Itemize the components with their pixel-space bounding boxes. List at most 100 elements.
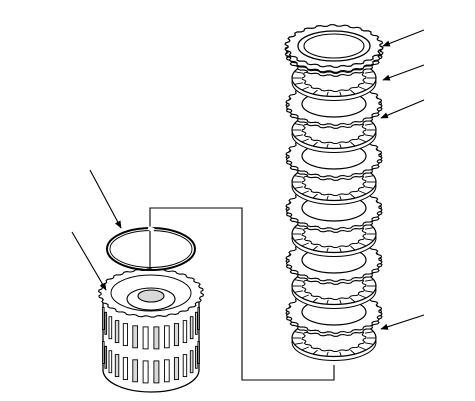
- facing-groove: [350, 89, 356, 95]
- snap-ring-inner: [109, 230, 193, 268]
- facing-groove: [294, 290, 304, 293]
- callout-friction-plate: [382, 64, 425, 81]
- facing-groove: [301, 190, 309, 195]
- facing-groove: [350, 141, 356, 147]
- facing-groove: [326, 247, 329, 253]
- drum-slot: [197, 307, 200, 330]
- facing-groove: [294, 71, 304, 74]
- facing-groove: [339, 195, 342, 201]
- facing-groove: [364, 342, 374, 345]
- assembly-bracket-line: [149, 207, 335, 381]
- facing-groove: [364, 227, 374, 230]
- drum-slot: [182, 320, 188, 344]
- drum-slot: [153, 360, 160, 384]
- drum-slot: [189, 350, 194, 374]
- facing-groove: [326, 351, 329, 357]
- facing-groove: [301, 346, 309, 351]
- facing-groove: [350, 245, 356, 251]
- facing-groove: [312, 245, 318, 251]
- facing-groove: [359, 242, 367, 247]
- facing-groove: [294, 342, 304, 345]
- facing-groove: [294, 279, 304, 282]
- facing-groove: [326, 299, 329, 305]
- facing-groove: [301, 86, 309, 91]
- facing-groove: [312, 297, 318, 303]
- pressure-plate: [284, 24, 384, 73]
- drum-slot: [104, 345, 108, 369]
- facing-groove: [339, 91, 342, 97]
- drum-slot: [132, 325, 138, 349]
- drum-slot: [153, 326, 160, 350]
- facing-groove: [339, 143, 342, 149]
- facing-groove: [339, 247, 342, 253]
- drum-slot: [189, 316, 194, 340]
- drum-slot: [132, 359, 138, 383]
- snap-ring-gap: [147, 226, 155, 232]
- facing-groove: [364, 82, 374, 85]
- callout-bottom-plate: [380, 314, 425, 330]
- facing-groove: [326, 143, 329, 149]
- drum-slot: [173, 357, 180, 381]
- drum-slot: [108, 350, 113, 374]
- facing-groove: [294, 186, 304, 189]
- pressure-plate-bore: [303, 33, 365, 59]
- facing-groove: [364, 123, 374, 126]
- facing-groove: [364, 71, 374, 74]
- facing-groove: [294, 82, 304, 85]
- drum-slot: [102, 307, 105, 330]
- callout-leaders: [71, 29, 425, 330]
- facing-groove: [339, 351, 342, 357]
- snap-ring-outer: [106, 227, 196, 271]
- facing-groove: [294, 227, 304, 230]
- facing-groove: [294, 238, 304, 241]
- facing-groove: [350, 349, 356, 355]
- facing-groove: [326, 195, 329, 201]
- facing-groove: [364, 186, 374, 189]
- drum-slot: [142, 326, 149, 350]
- callout-steel-plate: [380, 99, 425, 119]
- drum-slot: [195, 311, 198, 335]
- drum-slot: [182, 354, 188, 378]
- drum-slot: [114, 354, 120, 378]
- drum-slot: [114, 320, 120, 344]
- facing-groove: [359, 138, 367, 143]
- facing-groove: [359, 86, 367, 91]
- callout-drum: [71, 231, 107, 291]
- facing-groove: [326, 91, 329, 97]
- facing-groove: [350, 193, 356, 199]
- drum-slot: [173, 323, 180, 347]
- facing-groove: [312, 141, 318, 147]
- facing-groove: [301, 138, 309, 143]
- drum-hub-bore: [137, 289, 165, 303]
- facing-groove: [339, 299, 342, 305]
- facing-groove: [312, 349, 318, 355]
- facing-groove: [364, 290, 374, 293]
- drum-slot: [195, 345, 198, 369]
- facing-groove: [294, 331, 304, 334]
- facing-groove: [294, 123, 304, 126]
- clutch-pack: [284, 24, 384, 361]
- drum-slot: [164, 325, 170, 349]
- drum-slot: [122, 323, 128, 347]
- facing-groove: [364, 134, 374, 137]
- drum-slot: [164, 359, 170, 383]
- facing-groove: [301, 242, 309, 247]
- drum-slot: [102, 341, 105, 364]
- facing-groove: [364, 238, 374, 241]
- facing-groove: [359, 346, 367, 351]
- facing-groove: [359, 294, 367, 299]
- drum-slot: [108, 316, 113, 340]
- facing-groove: [312, 89, 318, 95]
- facing-groove: [350, 297, 356, 303]
- clutch-drum-assembly: [97, 268, 205, 393]
- drum-slot: [197, 341, 200, 364]
- bracket-path: [149, 207, 335, 381]
- callout-pressure-plate: [382, 29, 425, 47]
- drum-slot: [122, 357, 128, 381]
- facing-groove: [312, 193, 318, 199]
- facing-groove: [301, 294, 309, 299]
- snap-ring: [106, 226, 196, 271]
- facing-groove: [359, 190, 367, 195]
